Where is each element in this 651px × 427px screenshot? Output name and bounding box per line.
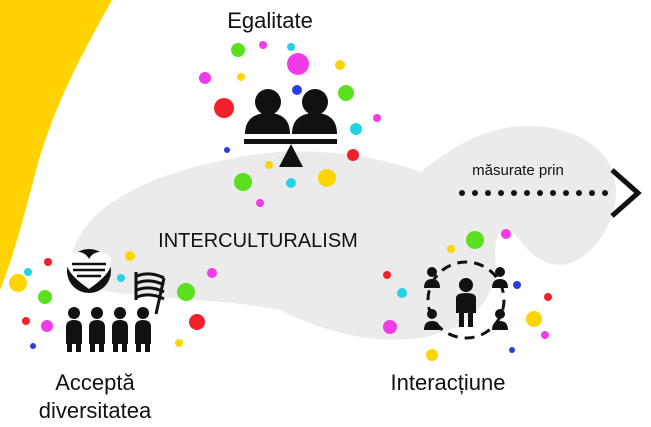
label-egalitate: Egalitate — [227, 8, 313, 33]
background-blob — [70, 126, 616, 340]
confetti-dots-right — [383, 229, 552, 361]
label-interculturalism: INTERCULTURALISM — [158, 230, 358, 252]
label-interactiune: Interacțiune — [390, 370, 506, 395]
heart-and-flag-with-group-icon — [66, 249, 166, 352]
confetti-dots-left — [9, 251, 217, 349]
equality-people-on-scale-icon — [244, 89, 337, 167]
label-accepta: Acceptă — [55, 370, 135, 395]
label-diversitatea: diversitatea — [38, 398, 152, 423]
dotted-arrow-right-icon — [459, 168, 642, 218]
networked-people-circle-icon — [424, 260, 508, 340]
confetti-dots-top — [199, 41, 381, 207]
label-masurate-prin: măsurate prin — [472, 162, 564, 179]
yellow-corner-shape — [0, 0, 112, 290]
